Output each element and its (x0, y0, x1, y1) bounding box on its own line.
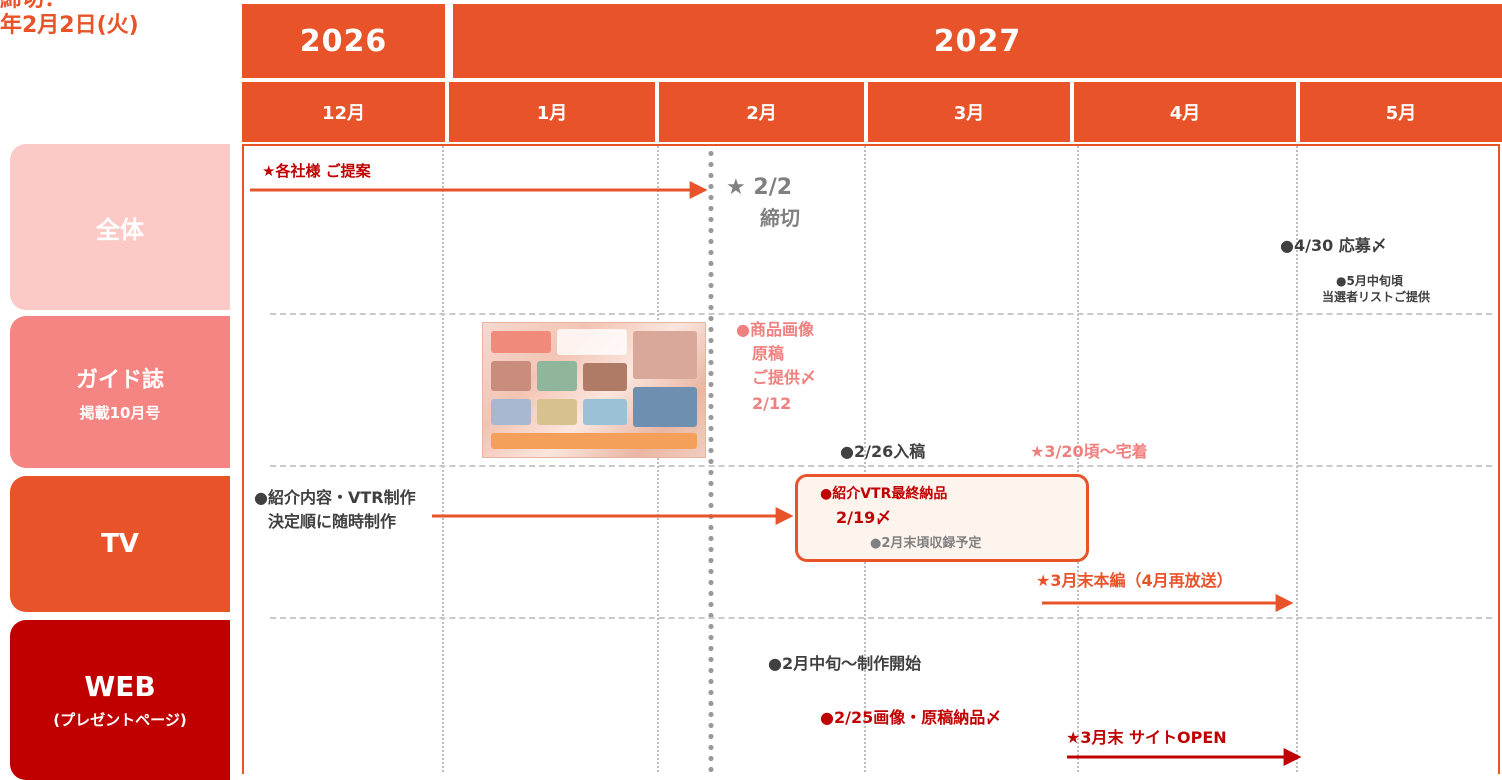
category-web-label: WEB (84, 670, 156, 703)
product-image-note-1: ●商品画像 (736, 320, 814, 339)
row-separator-3 (270, 617, 1492, 619)
deadline-label: 締切 (760, 206, 800, 230)
winner-list-note-2: 当選者リストご提供 (1322, 290, 1431, 304)
deadline-corner-line1: 締切： (0, 0, 66, 14)
month-dec-header: 12月 (242, 82, 445, 142)
category-web: WEB (プレゼントページ) (10, 620, 230, 780)
submission-note: ●2/26入稿 (840, 442, 926, 461)
web-open-note: ★3月末 サイトOPEN (1066, 728, 1227, 747)
month-feb-header: 2月 (659, 82, 864, 142)
deadline-line (708, 148, 714, 772)
category-tv: TV (10, 476, 230, 612)
web-deliver-note: ●2/25画像・原稿納品〆 (820, 708, 1002, 727)
guide-magazine-thumbnail (482, 322, 706, 458)
category-guide-sub: 掲載10月号 (79, 403, 161, 422)
month-mar-header: 3月 (868, 82, 1070, 142)
category-all: 全体 (10, 144, 230, 310)
vtr-final-note-2: 2/19〆 (836, 508, 892, 527)
product-image-note-2: 原稿 (752, 344, 785, 363)
vtr-record-note: ●2月末頃収録予定 (870, 536, 982, 551)
deadline-corner-line2: 年2月2日(火) (0, 13, 139, 38)
product-image-note-4: 2/12 (752, 394, 792, 413)
tv-main-note: ★3月末本編（4月再放送） (1036, 571, 1233, 590)
category-guide: ガイド誌 掲載10月号 (10, 316, 230, 468)
row-separator-1 (270, 313, 1492, 315)
month-divider-may (1296, 146, 1298, 772)
month-divider-apr (1077, 146, 1079, 772)
month-divider-feb (657, 146, 659, 772)
row-separator-2 (270, 465, 1492, 467)
year-2026-header: 2026 (242, 4, 445, 78)
proposal-note: ★各社様 ご提案 (262, 162, 371, 180)
year-2027-header: 2027 (453, 4, 1502, 78)
category-all-label: 全体 (96, 215, 144, 244)
month-divider-mar (864, 146, 866, 772)
month-jan-header: 1月 (449, 82, 655, 142)
category-guide-label: ガイド誌 (75, 367, 164, 393)
deadline-date: ★ 2/2 (726, 175, 793, 200)
category-web-sub: (プレゼントページ) (53, 711, 187, 729)
vtr-final-note-1: ●紹介VTR最終納品 (820, 486, 948, 502)
month-apr-header: 4月 (1074, 82, 1296, 142)
delivery-note: ★3/20頃～宅着 (1030, 442, 1148, 461)
winner-list-note-1: ●5月中旬頃 (1336, 274, 1403, 288)
web-start-note: ●2月中旬～制作開始 (768, 654, 922, 673)
month-divider-jan (442, 146, 444, 772)
product-image-note-3: ご提供〆 (752, 368, 817, 387)
timeline-frame (242, 144, 1500, 774)
apply-end-note: ●4/30 応募〆 (1280, 236, 1387, 255)
tv-intro-note-1: ●紹介内容・VTR制作 (254, 488, 416, 507)
tv-intro-note-2: 決定順に随時制作 (268, 512, 397, 531)
category-tv-label: TV (101, 529, 139, 559)
month-may-header: 5月 (1300, 82, 1502, 142)
vtr-final-box (795, 474, 1089, 562)
